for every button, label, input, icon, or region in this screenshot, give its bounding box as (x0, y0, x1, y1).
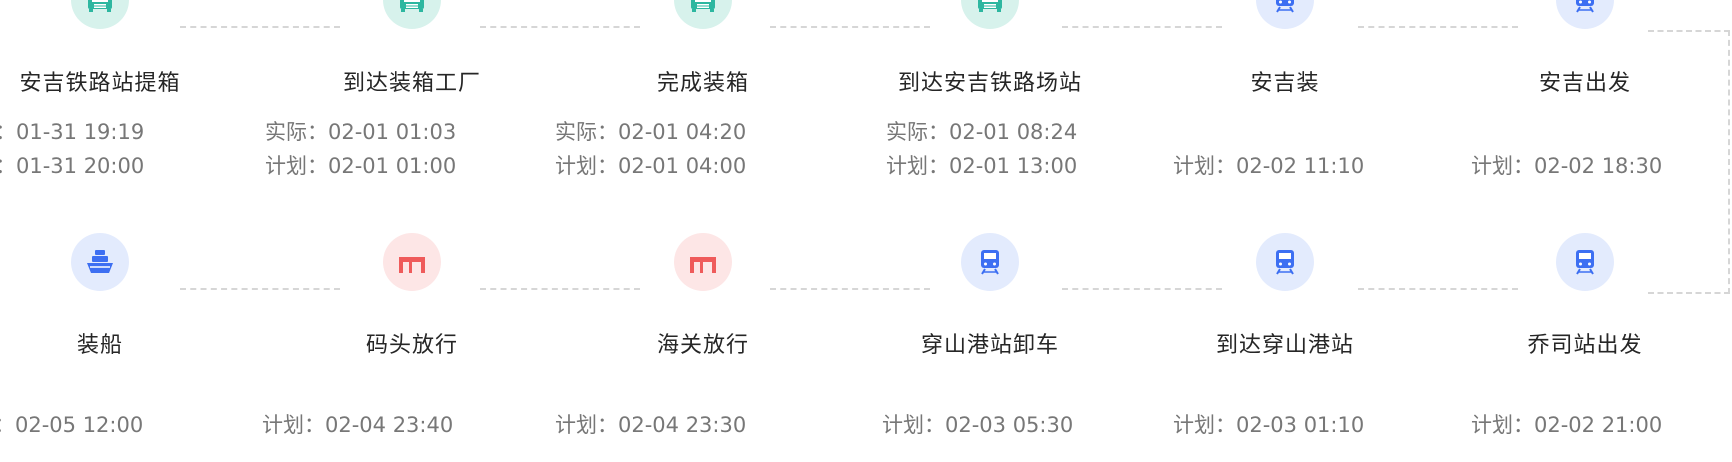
train-icon (1256, 0, 1314, 29)
timeline-step[interactable]: 穿山港站卸车 计划：02-03 05:30 (840, 233, 1140, 437)
timeline-step[interactable]: 海关放行 计划：02-04 23:30 (553, 233, 853, 437)
connector (1062, 288, 1222, 290)
step-planned-time: 计划：02-04 23:30 (555, 413, 747, 437)
timeline-step[interactable]: 到达安吉铁路场站 实际：02-01 08:24 计划：02-01 13:00 (840, 0, 1140, 178)
timeline-step[interactable]: 到达穿山港站 计划：02-03 01:10 (1135, 233, 1435, 437)
timeline-step[interactable]: 到达装箱工厂 实际：02-01 01:03 计划：02-01 01:00 (262, 0, 562, 178)
step-title: 安吉铁路站提箱 (19, 71, 181, 96)
step-planned-time: 计划：02-04 23:40 (262, 413, 454, 437)
step-title: 穿山港站卸车 (920, 333, 1059, 358)
train-icon (1556, 0, 1614, 29)
connector (770, 26, 930, 28)
train-icon (1256, 233, 1314, 291)
connector (770, 288, 930, 290)
truck-icon (383, 0, 441, 29)
timeline-step[interactable]: 安吉装 计划：02-02 11:10 (1135, 0, 1435, 178)
timeline-row-bottom: 装船 计划：02-05 12:00 码头放行 计划：02-04 23:40 (0, 233, 1732, 462)
step-planned-time: 计划：02-03 05:30 (882, 413, 1074, 437)
step-actual-time: 实际：01-31 19:19 (0, 120, 145, 144)
step-planned-time: 计划：02-02 18:30 (1471, 154, 1663, 178)
timeline-turn-connector (1648, 30, 1730, 294)
step-planned-time: 计划：02-02 21:00 (1471, 413, 1663, 437)
gate-icon (674, 233, 732, 291)
timeline-step[interactable]: 码头放行 计划：02-04 23:40 (262, 233, 562, 437)
step-actual-time: 实际：02-01 01:03 (265, 120, 457, 144)
connector (1358, 26, 1518, 28)
step-title: 到达穿山港站 (1215, 333, 1354, 358)
step-title: 到达安吉铁路场站 (897, 71, 1082, 96)
connector (180, 26, 340, 28)
train-icon (1556, 233, 1614, 291)
truck-icon (71, 0, 129, 29)
step-planned-time: 计划：02-01 13:00 (886, 154, 1078, 178)
step-title: 装船 (76, 333, 123, 358)
ship-icon (71, 233, 129, 291)
step-title: 到达装箱工厂 (342, 71, 481, 96)
timeline-step[interactable]: 完成装箱 实际：02-01 04:20 计划：02-01 04:00 (553, 0, 853, 178)
step-planned-time: 计划：02-03 01:10 (1173, 413, 1365, 437)
timeline-step[interactable]: 安吉铁路站提箱 实际：01-31 19:19 计划：01-31 20:00 (0, 0, 250, 178)
step-planned-time: 计划：02-02 11:10 (1173, 154, 1365, 178)
connector (180, 288, 340, 290)
connector (1062, 26, 1222, 28)
step-title: 完成装箱 (656, 71, 749, 96)
timeline-step[interactable]: 乔司站出发 计划：02-02 21:00 (1435, 233, 1732, 437)
step-title: 码头放行 (365, 333, 458, 358)
step-title: 乔司站出发 (1527, 333, 1643, 358)
connector (480, 26, 640, 28)
shipment-timeline: 安吉铁路站提箱 实际：01-31 19:19 计划：01-31 20:00 到达… (0, 0, 1732, 437)
step-actual-time: 实际：02-01 08:24 (886, 120, 1078, 144)
step-planned-time: 计划：02-01 04:00 (555, 154, 747, 178)
truck-icon (674, 0, 732, 29)
train-icon (961, 233, 1019, 291)
step-title: 安吉出发 (1538, 71, 1631, 96)
step-planned-time: 计划：01-31 20:00 (0, 154, 145, 178)
truck-icon (961, 0, 1019, 29)
timeline-step[interactable]: 装船 计划：02-05 12:00 (0, 233, 250, 437)
gate-icon (383, 233, 441, 291)
step-planned-time: 计划：02-01 01:00 (265, 154, 457, 178)
step-title: 安吉装 (1250, 71, 1320, 96)
connector (480, 288, 640, 290)
timeline-step[interactable]: 安吉出发 计划：02-02 18:30 (1435, 0, 1732, 178)
step-title: 海关放行 (656, 333, 749, 358)
step-actual-time: 实际：02-01 04:20 (555, 120, 747, 144)
connector (1358, 288, 1518, 290)
timeline-row-top: 安吉铁路站提箱 实际：01-31 19:19 计划：01-31 20:00 到达… (0, 0, 1732, 200)
step-planned-time: 计划：02-05 12:00 (0, 413, 144, 437)
